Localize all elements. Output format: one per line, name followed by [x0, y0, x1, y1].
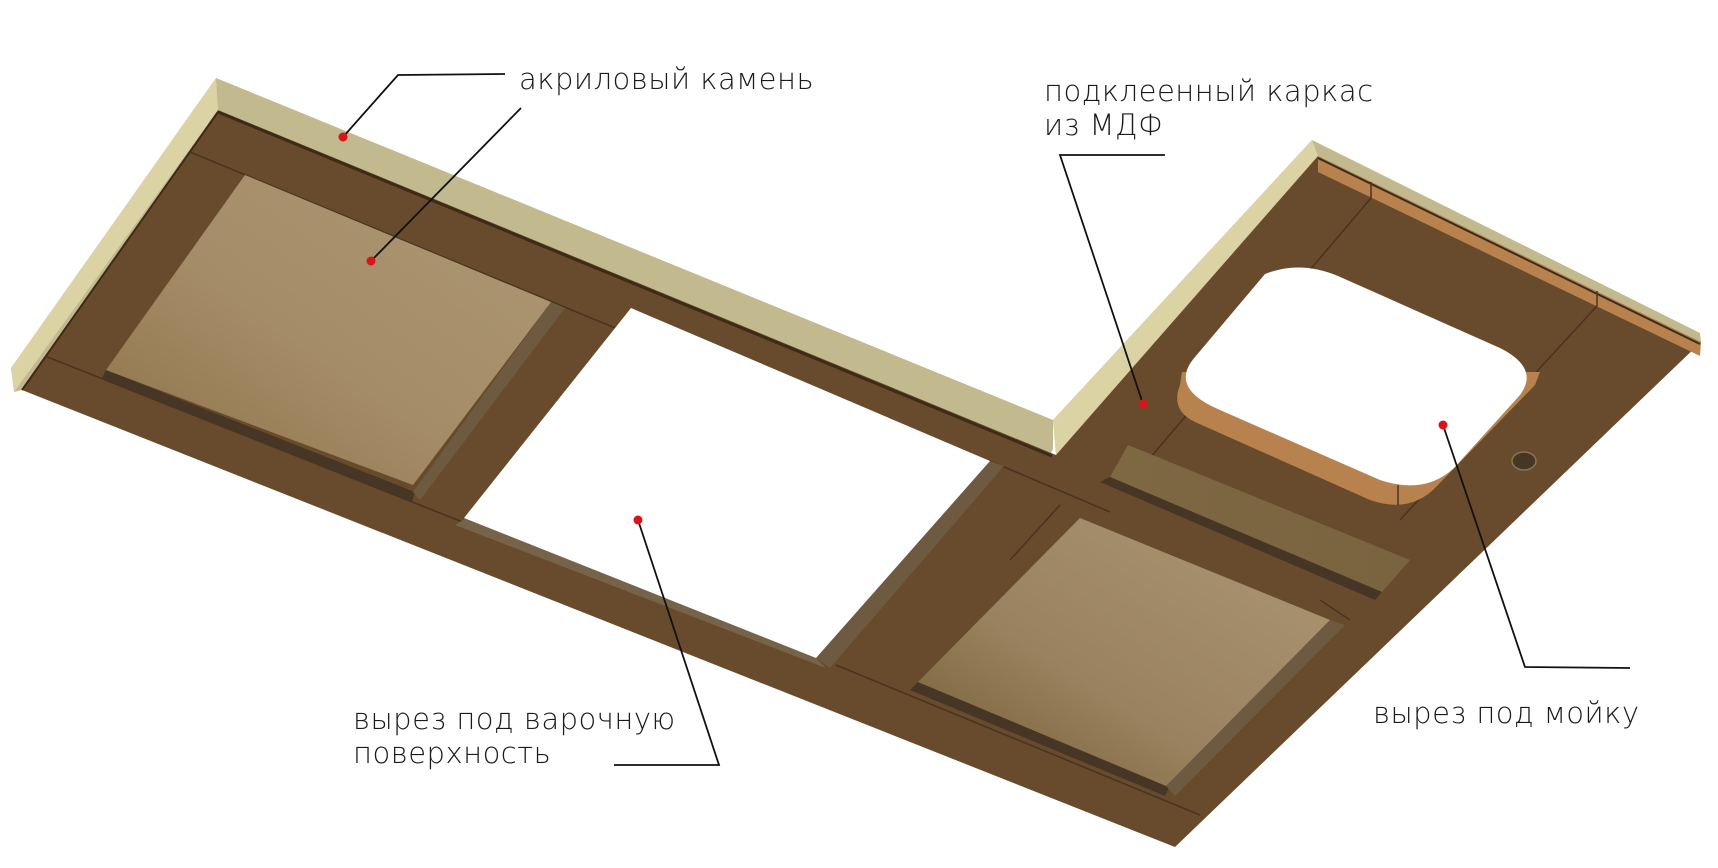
hob-cutout-opening: [464, 308, 990, 658]
sink-cutout-opening: [1185, 267, 1527, 486]
callout-acrylic-panel-line: [370, 107, 522, 262]
dot-mdf: [1138, 399, 1148, 409]
label-hob-cutout-line2: поверхность: [353, 736, 552, 770]
acrylic-panel-right: [910, 518, 1345, 796]
label-mdf-frame-line2: из МДФ: [1044, 108, 1164, 142]
label-acrylic-stone: акриловый камень: [519, 62, 815, 96]
callout-dots: [338, 132, 1448, 525]
callout-acrylic-edge-line: [342, 73, 506, 138]
callouts: [342, 73, 1631, 766]
acrylic-panel-left: [102, 175, 565, 502]
tap-hole: [1511, 451, 1537, 471]
mdf-seams: [44, 151, 1598, 816]
label-sink-cutout: вырез под мойку: [1373, 696, 1640, 730]
callout-hob-line: [614, 519, 721, 766]
label-mdf-frame-line1: подклеенный каркас: [1044, 74, 1374, 108]
mdf-edge-strip: [1318, 156, 1701, 356]
hob-cutout: [455, 308, 1004, 668]
label-hob-cutout-line1: вырез под варочную: [353, 702, 676, 736]
callout-mdf-line: [1058, 154, 1165, 405]
dot-sink: [1438, 420, 1448, 430]
dot-acrylic-edge: [338, 132, 348, 142]
acrylic-edge-left-face: [11, 78, 218, 392]
dot-hob: [633, 515, 643, 525]
acrylic-strip: [1100, 445, 1410, 600]
sink-cutout: [1177, 267, 1540, 505]
callout-sink-line: [1442, 424, 1631, 669]
acrylic-edge-right-face: [1053, 140, 1318, 455]
dot-acrylic-panel: [366, 256, 376, 266]
